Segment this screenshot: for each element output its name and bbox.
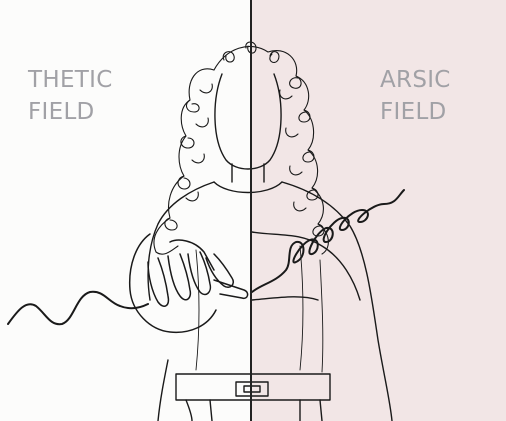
looping-line <box>252 190 404 292</box>
outstretched-hand <box>130 234 248 332</box>
arsic-label-line1: ARSIC <box>380 64 451 96</box>
thetic-label-line2: FIELD <box>28 96 113 128</box>
wavy-line <box>8 292 148 324</box>
thetic-field-label: THETIC FIELD <box>28 64 113 128</box>
curly-hair <box>154 42 328 254</box>
dress-outline <box>148 182 392 421</box>
arsic-label-line2: FIELD <box>380 96 451 128</box>
arsic-field-label: ARSIC FIELD <box>380 64 451 128</box>
thetic-label-line1: THETIC <box>28 64 113 96</box>
face-outline <box>214 74 282 193</box>
field-divider-line <box>250 0 252 421</box>
